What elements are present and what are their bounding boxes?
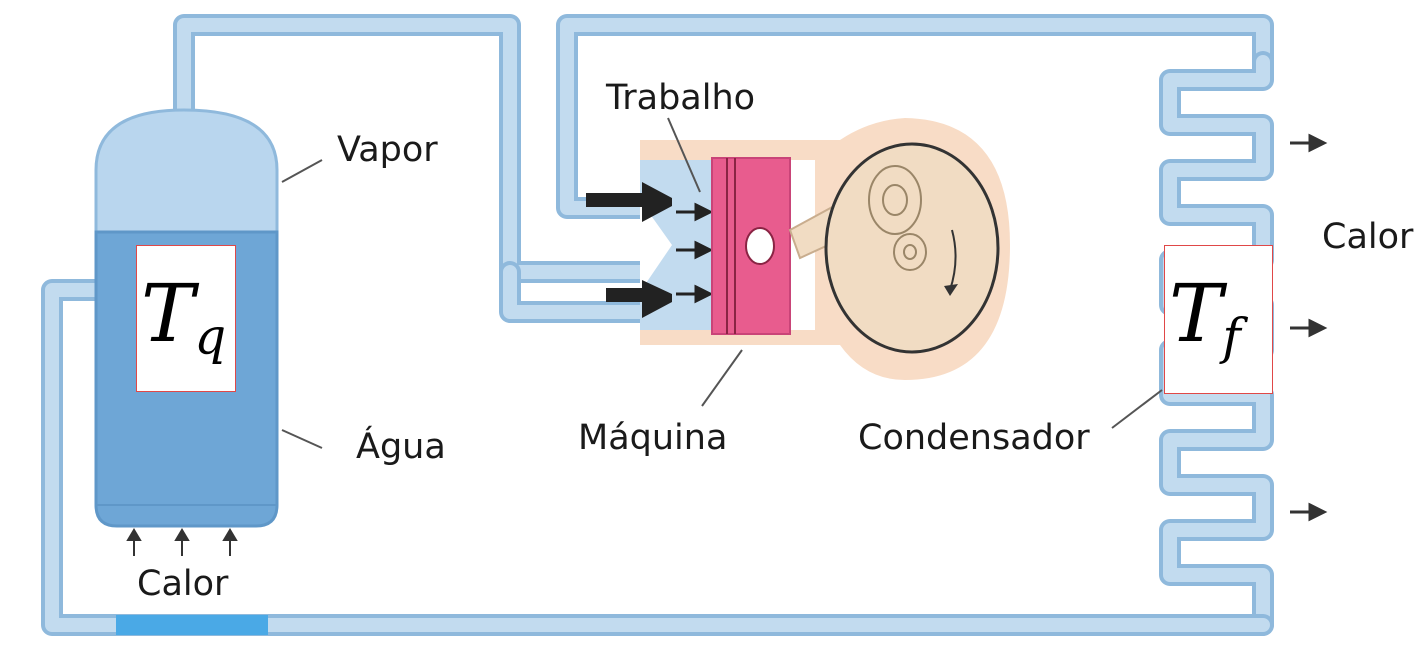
- condenser-label: Condensador: [858, 418, 1090, 458]
- vapor-label: Vapor: [337, 130, 438, 170]
- work-label: Trabalho: [606, 78, 756, 118]
- heat-in-label: Calor: [137, 564, 229, 604]
- cold-temperature-symbol: Tf: [1169, 267, 1241, 366]
- heat-out-label: Calor: [1322, 217, 1414, 257]
- engine: [586, 118, 1010, 380]
- cold-temperature-box: Tf: [1164, 245, 1273, 394]
- hot-temperature-box: Tq: [136, 245, 236, 392]
- heat-source-strip: [116, 615, 268, 635]
- water-label: Água: [356, 427, 446, 467]
- hot-temperature-symbol: Tq: [141, 267, 227, 366]
- engine-label: Máquina: [578, 418, 728, 458]
